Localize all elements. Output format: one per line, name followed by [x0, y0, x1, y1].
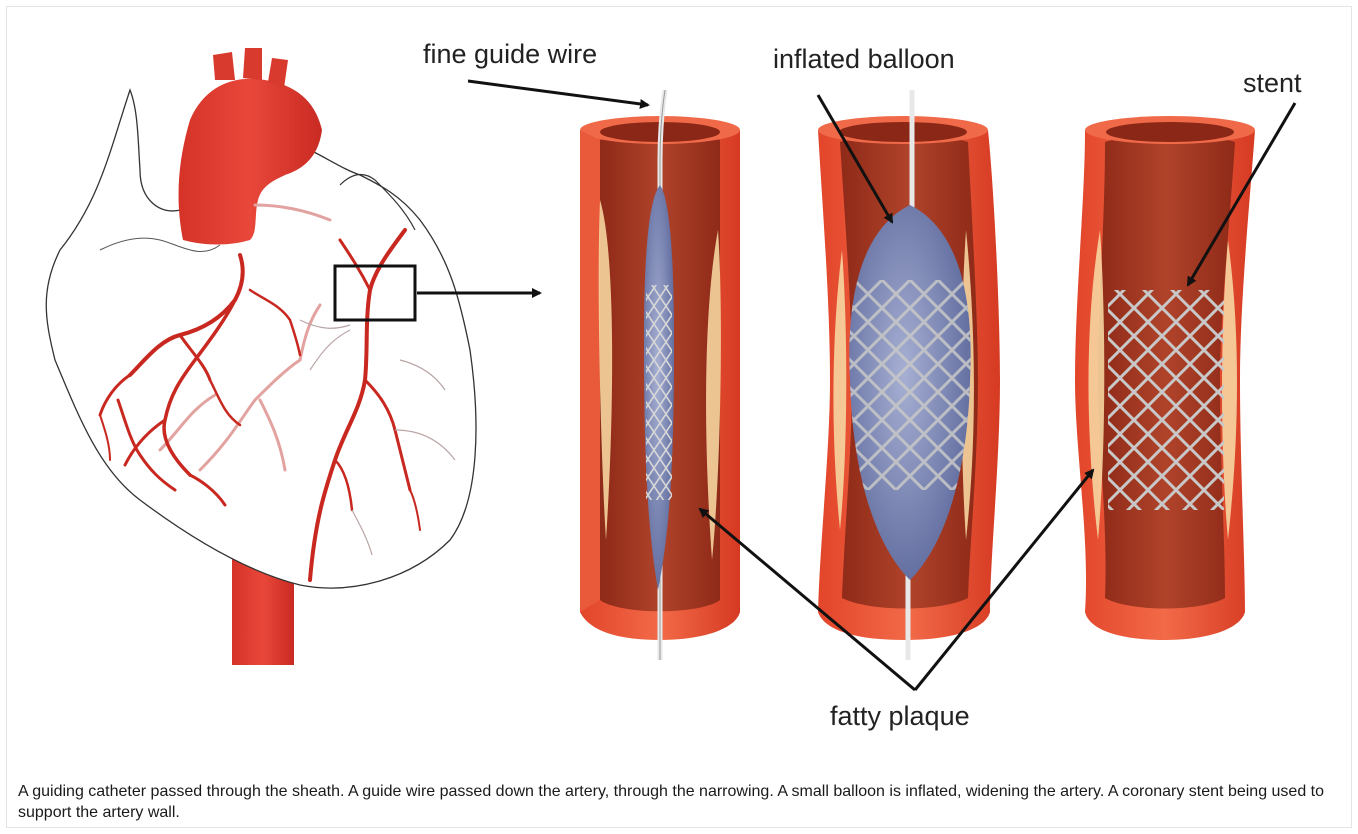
heart-drawing: [46, 48, 476, 665]
label-guide-wire: fine guide wire: [423, 39, 597, 69]
figure-caption: A guiding catheter passed through the sh…: [18, 781, 1343, 823]
label-balloon: inflated balloon: [773, 44, 955, 74]
guide-wire-arrow: [468, 81, 648, 105]
angioplasty-illustration: fine guide wire inflated balloon stent f…: [0, 0, 1358, 760]
artery-guide-wire: [580, 90, 740, 660]
artery-inflated-balloon: [818, 90, 1000, 660]
label-stent: stent: [1243, 68, 1302, 98]
artery-stent: [1075, 116, 1255, 640]
label-plaque: fatty plaque: [830, 701, 970, 731]
stent-mesh: [1108, 290, 1224, 510]
